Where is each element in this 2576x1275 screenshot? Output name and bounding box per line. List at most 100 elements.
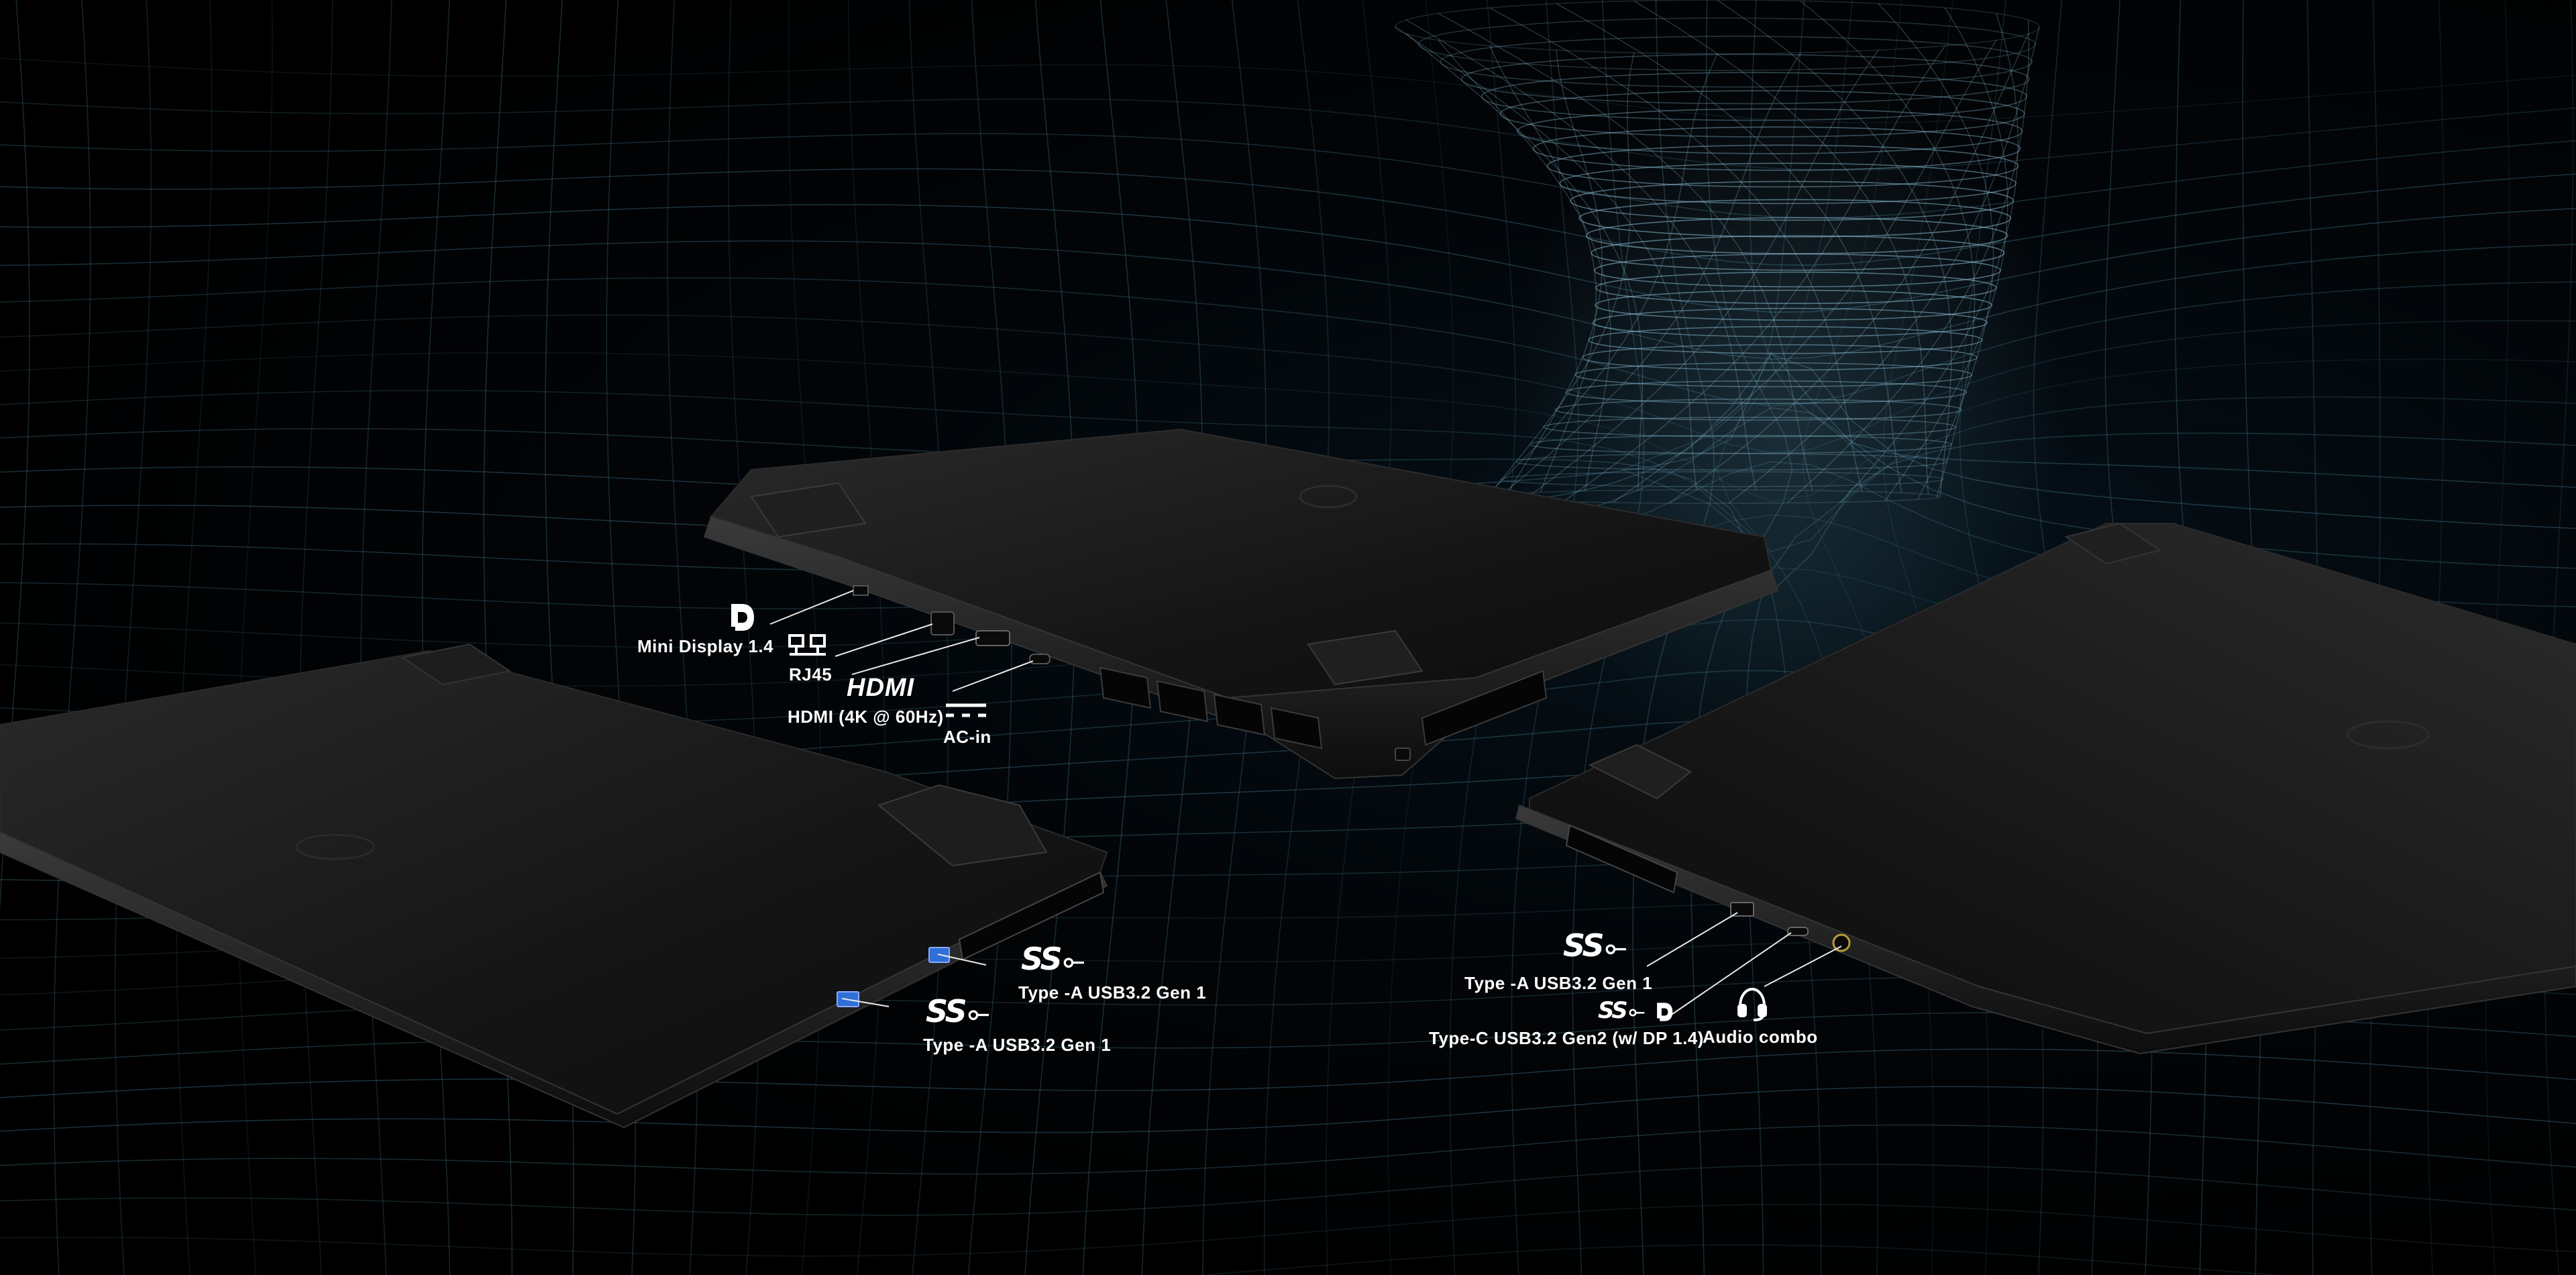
vortex-line xyxy=(1839,13,2019,503)
right-usb-c-label: Type-C USB3.2 Gen2 (w/ DP 1.4) xyxy=(1429,1028,1704,1048)
vortex-line xyxy=(1800,0,1976,499)
vortex-line xyxy=(1562,45,1945,503)
vortex-line xyxy=(1556,3,1902,493)
vortex-line xyxy=(1438,40,1611,491)
headset-icon xyxy=(1736,986,1768,1025)
vortex-line xyxy=(1612,40,1997,503)
vortex-line xyxy=(1884,7,2008,502)
vortex-ring xyxy=(1585,217,2008,254)
grid-line xyxy=(360,0,392,1275)
vortex-line xyxy=(1507,50,1603,494)
vortex-ring xyxy=(1481,72,2027,121)
grid-line xyxy=(788,0,823,1275)
left-usb-a-bottom-label: Type -A USB3.2 Gen 1 xyxy=(923,1035,1112,1055)
vortex-ring xyxy=(1529,435,1953,454)
grid-line xyxy=(0,390,2576,552)
vortex-line xyxy=(1497,52,1801,499)
vortex-ring xyxy=(1595,289,1993,321)
displayport-icon xyxy=(1656,1002,1672,1021)
vortex-line xyxy=(1878,3,1994,500)
usb-superspeed-icon: SS⟜ xyxy=(1021,941,1085,977)
grid-line xyxy=(1196,1244,2282,1275)
grid-line xyxy=(299,0,333,1275)
vortex-ring xyxy=(1578,199,2012,238)
usb-ss-text: SS xyxy=(1598,997,1628,1024)
usb-trident-icon: ⟜ xyxy=(1605,932,1627,963)
grid-line xyxy=(0,204,2576,313)
vortex-ring xyxy=(1395,0,2040,54)
vortex-ring xyxy=(1570,181,2015,221)
vortex-ring xyxy=(1532,126,2021,171)
audio-combo-label: Audio combo xyxy=(1703,1027,1818,1047)
vortex-line xyxy=(1717,0,1952,497)
grid-line xyxy=(847,0,886,1275)
usb-ss-text: SS xyxy=(1563,927,1605,964)
vortex-line xyxy=(1438,13,1813,491)
usb-superspeed-displayport-icon: SS⟜ xyxy=(1598,997,1674,1024)
vortex-line xyxy=(1405,33,1644,491)
vortex-ring xyxy=(1574,362,1973,388)
vortex-ring xyxy=(1595,271,1997,305)
grid-line xyxy=(176,0,213,1275)
vortex-ring xyxy=(1565,380,1968,404)
vortex-ring xyxy=(1417,17,2036,71)
grid-line xyxy=(0,1086,2576,1133)
usb-superspeed-icon: SS⟜ xyxy=(926,993,989,1029)
grid-line xyxy=(727,0,761,1275)
vortex-line xyxy=(1489,7,1863,492)
vortex-line xyxy=(1633,0,1929,495)
grid-line xyxy=(114,0,152,1275)
grid-line xyxy=(483,0,513,1275)
mini-display-label: Mini Display 1.4 xyxy=(637,636,774,656)
usb-trident-icon: ⟜ xyxy=(967,998,989,1029)
dc-power-icon xyxy=(945,702,987,723)
vortex-ring xyxy=(1546,144,2019,188)
grid-line xyxy=(0,1164,2576,1216)
hdmi-logo-icon: HDMI xyxy=(847,674,915,702)
vortex-line xyxy=(1786,19,2030,504)
vortex-line xyxy=(1485,53,1718,498)
usb-superspeed-icon: SS⟜ xyxy=(1563,927,1627,964)
vortex-ring xyxy=(1500,471,1945,488)
usb-trident-icon: ⟜ xyxy=(1628,1000,1645,1023)
laptop-rear-view xyxy=(703,428,1779,780)
vortex-line xyxy=(1523,50,1879,501)
vortex-ring xyxy=(1461,54,2030,105)
grid-line xyxy=(53,0,91,1275)
grid-line xyxy=(0,133,2576,219)
rj45-label: RJ45 xyxy=(789,664,833,684)
grid-line xyxy=(0,58,2576,123)
vortex-line xyxy=(1668,34,2029,504)
vortex-ring xyxy=(1591,235,2005,271)
grid-line xyxy=(0,1124,2576,1175)
grid-line xyxy=(0,314,2576,454)
grid-line xyxy=(237,0,273,1275)
vortex-line xyxy=(1489,45,1597,493)
grid-line xyxy=(0,277,2576,407)
grid-line xyxy=(0,168,2576,266)
vortex-ring xyxy=(1554,399,1962,421)
vortex-line xyxy=(1395,26,1697,491)
vortex-ring xyxy=(1543,417,1957,438)
ethernet-icon xyxy=(788,634,828,662)
grid-line xyxy=(908,0,949,1275)
vortex-ring xyxy=(1582,344,1978,371)
usb-ss-text: SS xyxy=(926,993,967,1029)
ac-in-label: AC-in xyxy=(943,727,991,747)
vortex-ring xyxy=(1559,162,2017,205)
vortex-ring xyxy=(1594,253,2001,288)
callout-lines xyxy=(769,590,1842,1021)
usb-trident-icon: ⟜ xyxy=(1063,946,1085,976)
vortex-line xyxy=(1488,52,1635,496)
laptop-left-side-view xyxy=(0,643,1108,1129)
vortex-wireframe xyxy=(1395,0,2040,504)
grid-line xyxy=(0,98,2576,171)
vortex-ring xyxy=(1440,36,2033,88)
grid-line xyxy=(0,352,2576,502)
grid-line xyxy=(0,1048,2576,1099)
displayport-icon xyxy=(729,603,755,635)
left-usb-a-top-label: Type -A USB3.2 Gen 1 xyxy=(1018,982,1207,1003)
vortex-line xyxy=(1406,19,1757,491)
